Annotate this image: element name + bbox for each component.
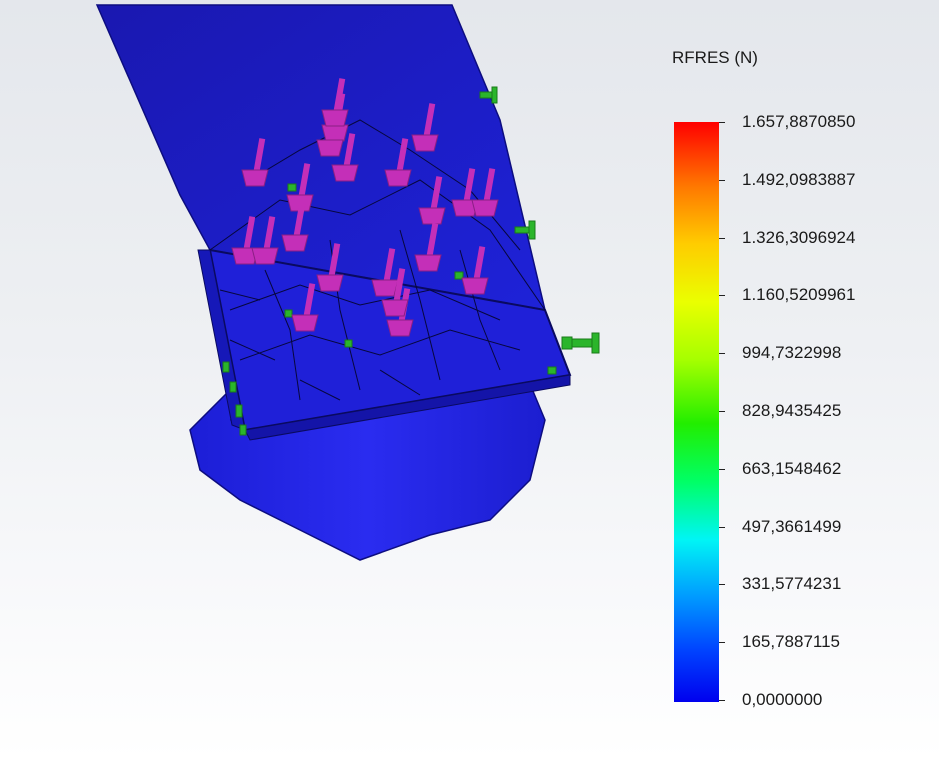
scale-tick-mark (719, 642, 725, 644)
scale-tick-label: 0,0000000 (742, 690, 823, 709)
fixtures (222, 86, 600, 436)
load-arrow (384, 138, 412, 187)
scale-tick-mark (719, 237, 725, 239)
legend-title: RFRES (N) (672, 48, 758, 67)
load-arrow (291, 283, 319, 332)
load-arrow (461, 246, 489, 295)
scale-tick-mark (719, 122, 725, 123)
load-arrow (451, 168, 479, 217)
scale-tick-label: 165,7887115 (742, 632, 841, 652)
scale-tick-mark (719, 468, 725, 470)
load-arrow (414, 223, 442, 272)
scale-tick-mark (719, 526, 725, 528)
scale-tick-mark (719, 584, 725, 586)
scale-tick-label: 1.160,5209961 (742, 285, 856, 305)
scale-tick-label: 994,7322998 (742, 343, 842, 363)
load-arrow (231, 216, 259, 265)
load-arrow (316, 243, 344, 292)
scale-tick-label: 828,9435425 (742, 401, 842, 420)
scale-tick-mark (719, 295, 725, 297)
scale-tick-label: 497,3661499 (742, 516, 842, 536)
load-arrow (321, 78, 349, 127)
load-arrow (251, 216, 279, 265)
scale-tick-label: 1.657,8870850 (742, 112, 856, 131)
load-arrow (381, 268, 409, 317)
scale-tick-mark (719, 179, 725, 181)
plate (197, 248, 572, 441)
scale-tick-mark (719, 353, 725, 355)
scale-tick-mark (719, 411, 725, 412)
load-arrows (231, 78, 499, 337)
scale-tick-label: 1.326,3096924 (742, 227, 856, 247)
load-arrow (471, 168, 499, 217)
scale-tick-label: 663,1548462 (742, 458, 842, 478)
scale-tick-mark (719, 700, 725, 701)
load-arrow (286, 163, 314, 212)
load-arrow (281, 203, 309, 252)
load-arrow (411, 103, 439, 152)
mesh-lines (209, 119, 546, 401)
scale-tick-label: 1.492,0983887 (742, 169, 856, 189)
color-scale-bar (674, 122, 719, 702)
load-arrow (331, 133, 359, 182)
load-arrow (241, 138, 269, 187)
scale-tick-label: 331,5774231 (742, 574, 842, 594)
load-arrow (418, 176, 446, 225)
load-arrow (371, 248, 399, 297)
